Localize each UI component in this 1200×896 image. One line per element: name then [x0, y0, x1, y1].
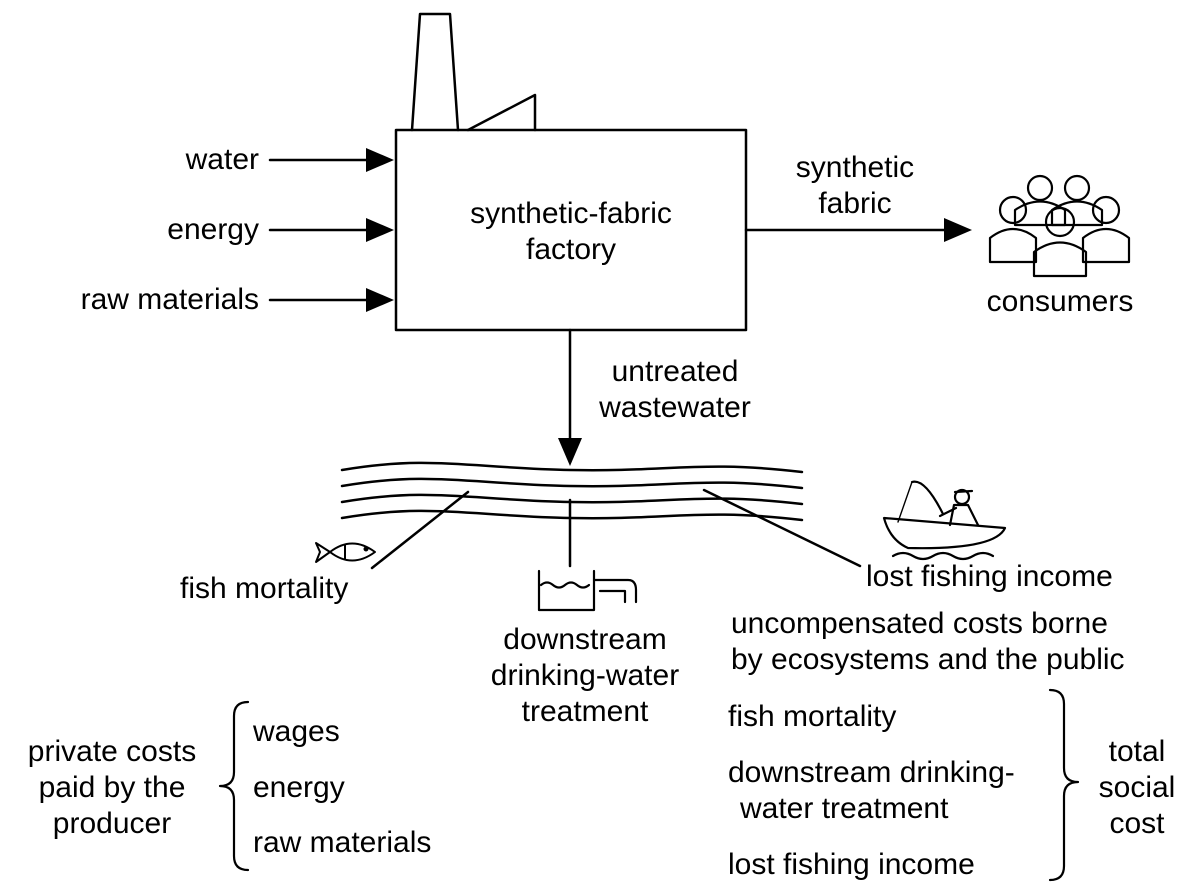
social-costs-brace	[1048, 688, 1080, 882]
input-raw-materials-label: raw materials	[80, 283, 259, 316]
output-label-line2: fabric	[818, 187, 892, 220]
consumers-label: consumers	[986, 285, 1134, 318]
social-cost-item-fishing: lost fishing income	[728, 848, 975, 881]
people-group-icon	[988, 174, 1131, 278]
private-costs-line3: producer	[52, 807, 172, 840]
energy-arrowhead	[366, 218, 394, 242]
private-costs-brace	[218, 700, 250, 872]
external-note-line1: uncompensated costs borne	[731, 607, 1108, 640]
water-arrowhead	[366, 148, 394, 172]
external-costs-note: uncompensated costs borne by ecosystems …	[731, 606, 1125, 678]
social-cost-item-treatment-line1: downstream drinking-	[728, 756, 1015, 789]
treatment-label-line2: drinking-water	[490, 659, 680, 692]
output-arrowhead	[944, 218, 972, 242]
treatment-label-line3: treatment	[521, 695, 649, 728]
social-cost-line3: cost	[1109, 807, 1165, 840]
private-cost-item-energy: energy	[253, 771, 345, 804]
factory-label: synthetic-fabric factory	[396, 196, 746, 268]
private-costs-line2: paid by the	[38, 771, 186, 804]
treatment-label-line1: downstream	[503, 623, 667, 656]
private-cost-item-raw-materials: raw materials	[253, 826, 432, 859]
fisherman-boat-icon	[882, 480, 1007, 561]
lost-fishing-income-label: lost fishing income	[866, 560, 1113, 593]
output-label-line1: synthetic	[795, 151, 915, 184]
raw-materials-arrowhead	[366, 288, 394, 312]
output-label: synthetic fabric	[770, 150, 940, 222]
private-costs-line1: private costs	[27, 735, 197, 768]
private-costs-label: private costs paid by the producer	[12, 734, 212, 842]
input-energy-label: energy	[167, 213, 259, 246]
external-note-line2: by ecosystems and the public	[731, 643, 1125, 676]
social-cost-item-treatment-line2: water treatment	[740, 792, 949, 825]
factory-label-line1: synthetic-fabric	[470, 197, 672, 230]
private-cost-item-wages: wages	[253, 715, 340, 748]
drinking-water-treatment-label: downstream drinking-water treatment	[470, 622, 700, 730]
social-cost-line2: social	[1098, 771, 1176, 804]
fish-leader-line	[370, 490, 470, 570]
wastewater-label-line2: wastewater	[599, 391, 751, 424]
social-cost-line1: total	[1108, 735, 1166, 768]
river-lines-icon	[340, 461, 804, 522]
fish-mortality-label: fish mortality	[180, 572, 349, 605]
wastewater-arrowhead	[558, 438, 582, 466]
fishing-leader-line	[702, 488, 862, 568]
factory-label-line2: factory	[525, 233, 617, 266]
total-social-cost-label: total social cost	[1082, 734, 1192, 842]
factory-building-icon	[394, 12, 748, 332]
water-treatment-tank-icon	[537, 569, 638, 612]
input-water-label: water	[185, 143, 259, 176]
social-cost-item-fish: fish mortality	[728, 700, 897, 733]
wastewater-label: untreated wastewater	[575, 354, 775, 426]
wastewater-label-line1: untreated	[611, 355, 739, 388]
fish-icon	[315, 542, 376, 563]
